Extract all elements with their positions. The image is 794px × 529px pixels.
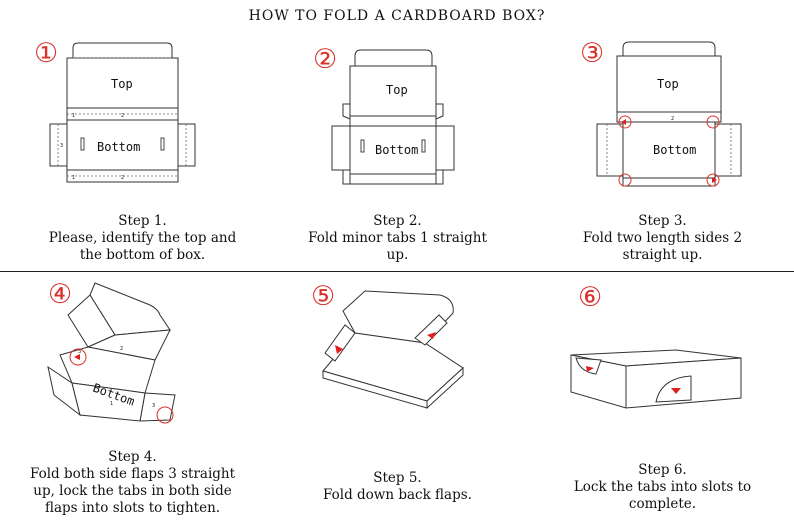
step-2-diagram: Top Bottom: [331, 49, 455, 185]
step-2-number: ②: [313, 44, 338, 75]
step-6-diagram: [570, 349, 742, 409]
bottom-label: Bottom: [97, 140, 140, 154]
step-2-caption: Step 2. Fold minor tabs 1 straight up.: [308, 213, 487, 263]
svg-text:Bottom: Bottom: [375, 143, 418, 157]
svg-text:2: 2: [121, 175, 124, 181]
step-5-number: ⑤: [311, 281, 336, 312]
svg-text:Bottom: Bottom: [653, 143, 696, 157]
section-divider: [0, 271, 794, 272]
tab-1-label: 1: [72, 113, 75, 119]
step-1-diagram: Top 1 2 3 Bottom 2 1: [49, 42, 196, 183]
step-3-number: ③: [580, 38, 605, 69]
svg-text:1: 1: [110, 401, 113, 407]
step-3-diagram: Top 2 Bottom: [596, 41, 742, 187]
page-title: HOW TO FOLD A CARDBOARD BOX?: [248, 8, 546, 24]
step-4-diagram: 2 Bottom 3 3 1: [47, 282, 176, 424]
svg-text:3: 3: [152, 403, 155, 409]
svg-text:3: 3: [78, 349, 81, 355]
step-1-number: ①: [34, 38, 59, 69]
svg-text:2: 2: [671, 116, 674, 122]
svg-text:1: 1: [72, 175, 75, 181]
step-6-caption: Step 6. Lock the tabs into slots to comp…: [573, 462, 752, 512]
step-6-number: ⑥: [578, 282, 603, 313]
flap-3-label: 3: [60, 143, 63, 149]
svg-text:Top: Top: [386, 83, 408, 97]
step-5-caption: Step 5. Fold down back flaps.: [323, 470, 472, 503]
step-5-diagram: [322, 290, 464, 410]
step-3-caption: Step 3. Fold two length sides 2 straight…: [582, 213, 743, 263]
svg-text:Top: Top: [657, 77, 679, 91]
step-1-caption: Step 1. Please, identify the top and the…: [48, 213, 237, 263]
step-4-number: ④: [48, 279, 73, 310]
step-4-caption: Step 4. Fold both side flaps 3 straight …: [29, 449, 236, 516]
side-2-label: 2: [121, 113, 124, 119]
svg-text:2: 2: [120, 346, 123, 352]
top-label: Top: [111, 77, 133, 91]
